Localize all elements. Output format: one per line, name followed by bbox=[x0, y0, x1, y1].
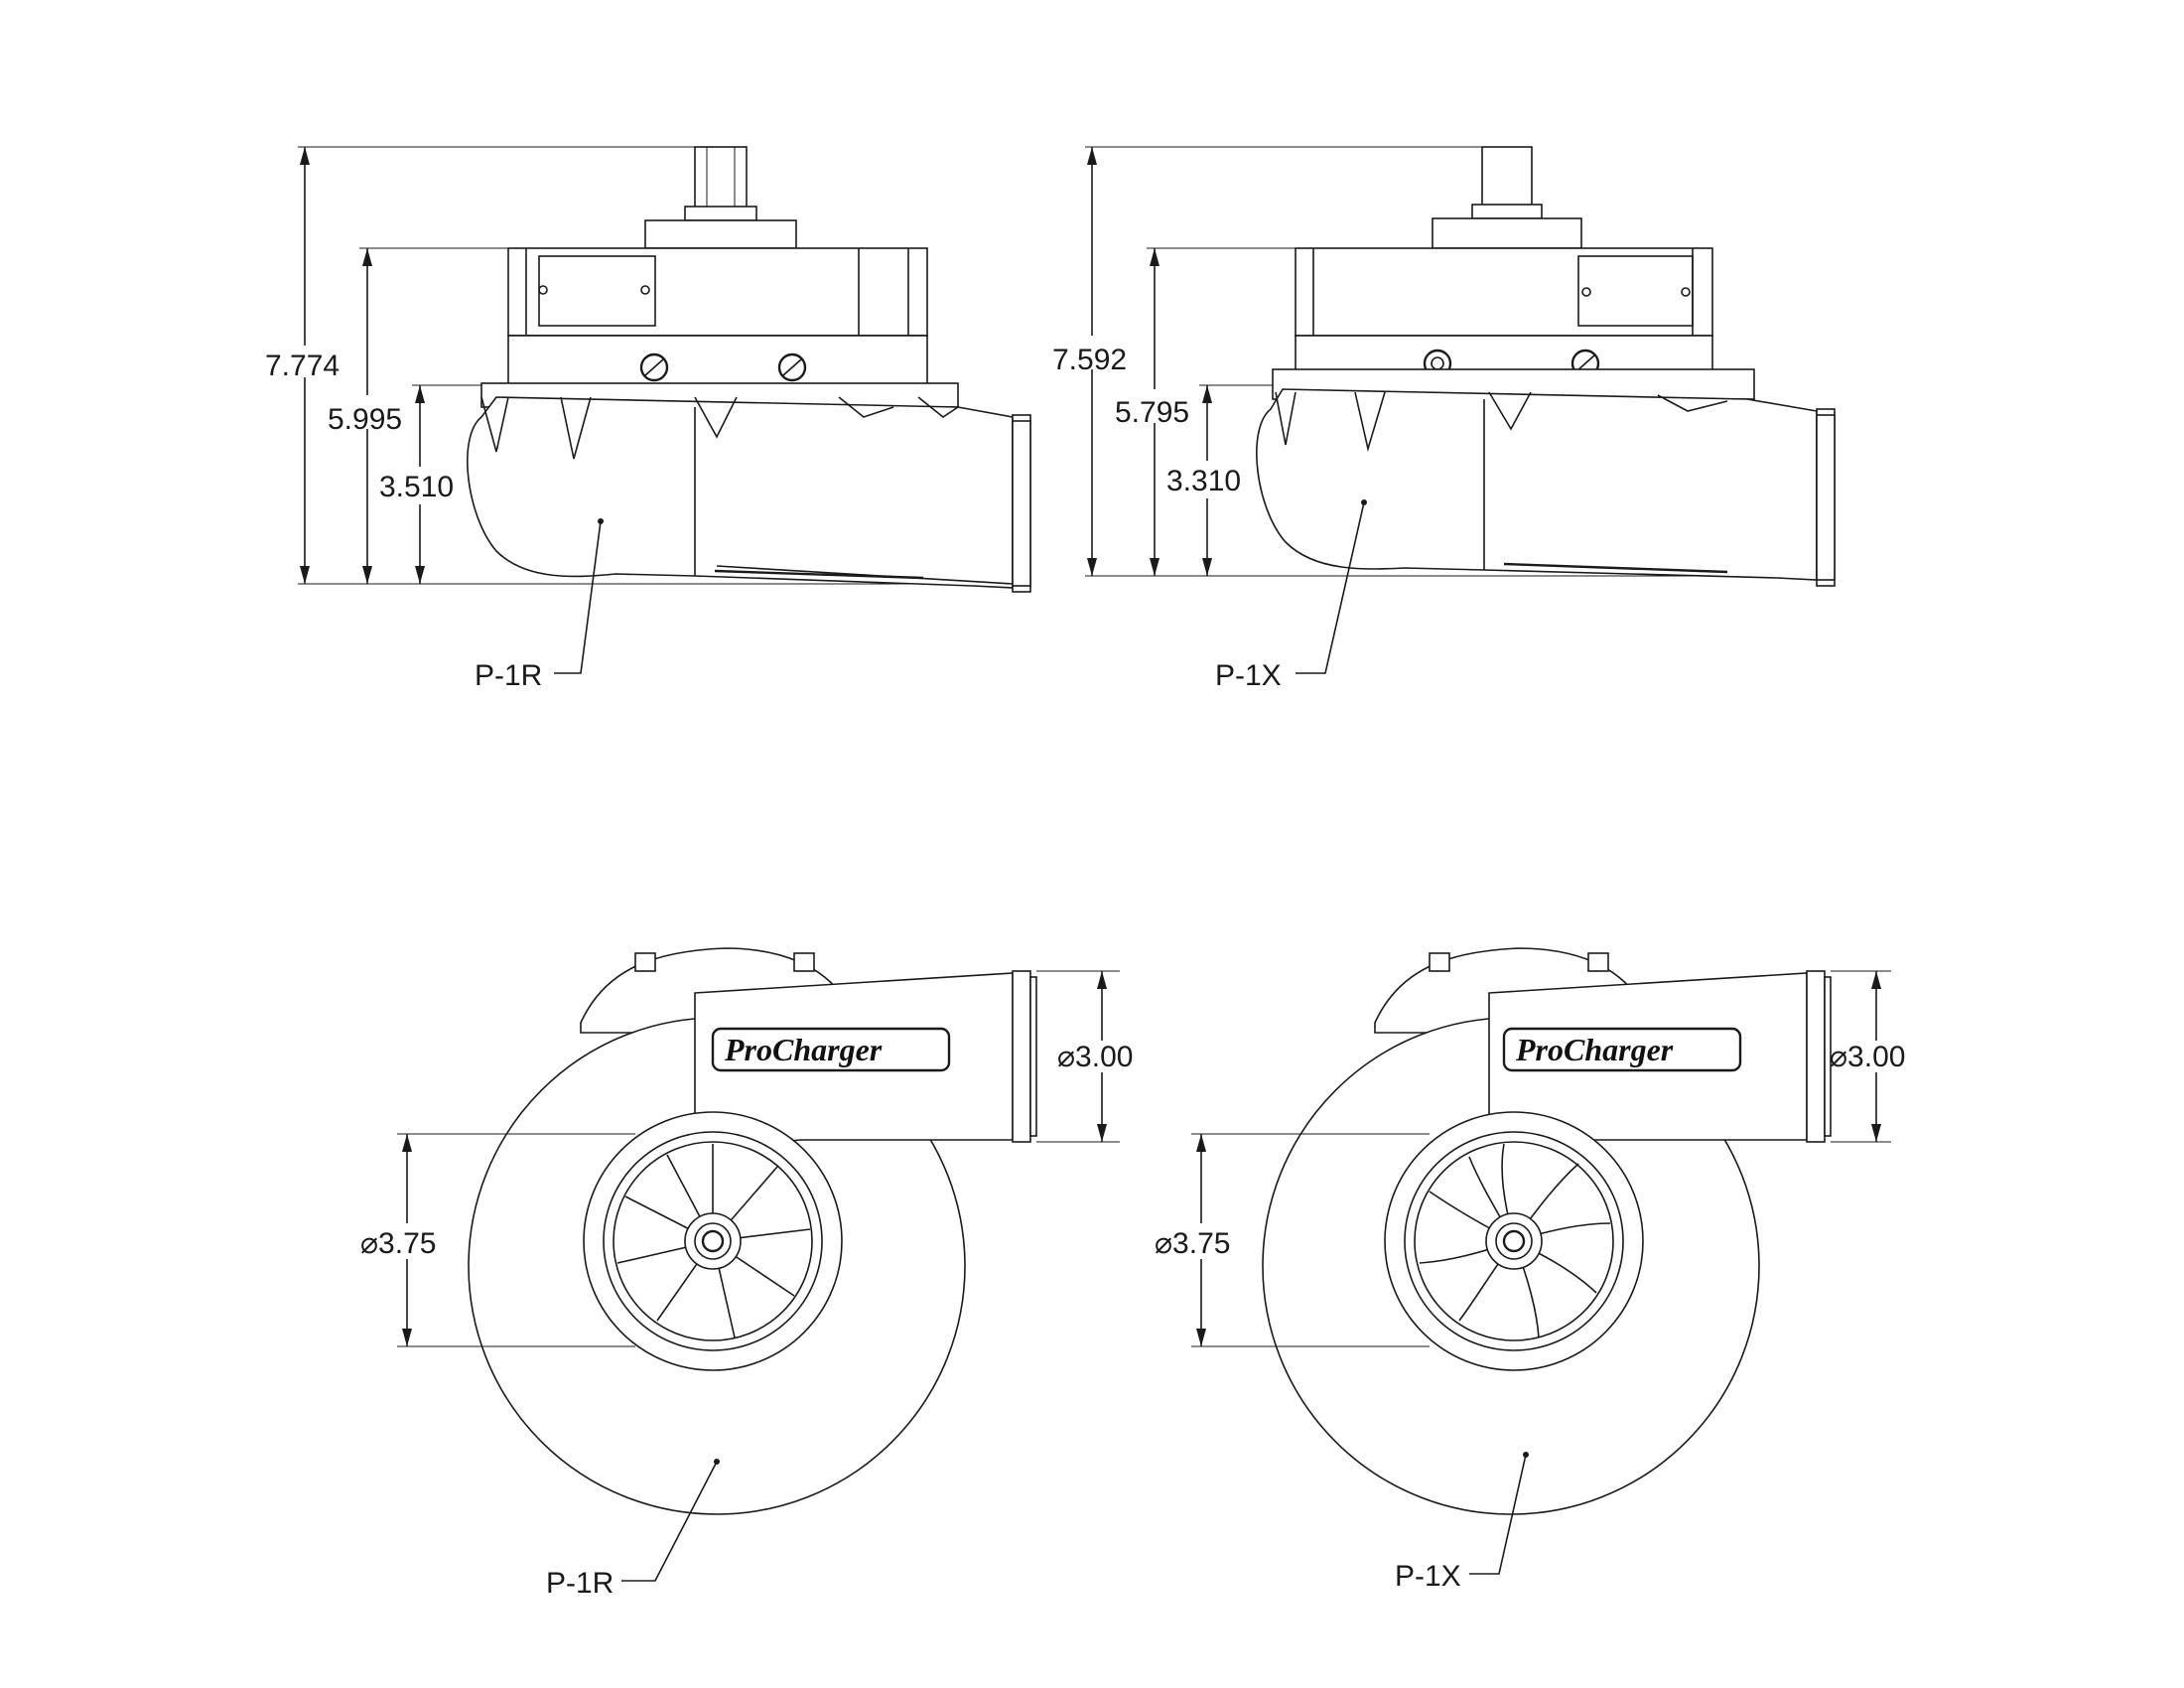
dim-outlet-diameter: ⌀3.00 bbox=[1057, 1041, 1133, 1073]
dimension-line-overall bbox=[1087, 147, 1097, 576]
drive-shaft bbox=[694, 146, 748, 215]
volute-housing bbox=[467, 396, 1014, 589]
dim-outlet-diameter: ⌀3.00 bbox=[1830, 1041, 1905, 1073]
model-label: P-1X bbox=[1215, 659, 1282, 692]
dim-housing-height: 5.795 bbox=[1115, 396, 1189, 429]
dim-outlet-height: 3.310 bbox=[1166, 465, 1241, 497]
leader-line bbox=[554, 520, 602, 674]
side-view-p1r: 7.774 5.995 3.510 bbox=[265, 146, 1031, 692]
dimension-line-housing bbox=[362, 248, 372, 584]
dimension-line-overall bbox=[300, 147, 310, 584]
dim-outlet-height: 3.510 bbox=[379, 471, 454, 503]
dim-overall-height: 7.774 bbox=[265, 350, 340, 382]
dimension-line-housing bbox=[1150, 248, 1160, 576]
side-view-p1x: 7.592 5.795 3.310 P-1X bbox=[1052, 146, 1836, 692]
logo-plate bbox=[711, 1027, 951, 1072]
drive-shaft bbox=[1481, 146, 1533, 211]
outlet-flange bbox=[1012, 970, 1031, 1143]
model-label: P-1R bbox=[475, 659, 542, 692]
front-view-p1r: ProCharger ⌀3.00 bbox=[360, 947, 1133, 1600]
procharger-logo: ProCharger bbox=[724, 1032, 883, 1067]
front-view-p1x: ProCharger ⌀3.00 ⌀3.75 bbox=[1155, 947, 1905, 1593]
dimension-line-outlet bbox=[1202, 385, 1212, 576]
outlet-flange bbox=[1806, 970, 1826, 1143]
gear-case bbox=[1295, 247, 1713, 337]
model-label: P-1X bbox=[1395, 1560, 1461, 1593]
leader-line bbox=[621, 1461, 718, 1582]
screw-icon bbox=[639, 352, 669, 382]
impeller bbox=[1419, 1143, 1611, 1338]
dim-inlet-diameter: ⌀3.75 bbox=[1155, 1227, 1230, 1260]
leader-line bbox=[1469, 1454, 1527, 1575]
dim-housing-height: 5.995 bbox=[328, 403, 402, 436]
screw-icon bbox=[777, 352, 807, 382]
logo-plate bbox=[1502, 1027, 1742, 1072]
gear-case bbox=[507, 247, 928, 337]
model-label: P-1R bbox=[546, 1567, 614, 1600]
dim-overall-height: 7.592 bbox=[1052, 344, 1127, 376]
dimension-line-outlet bbox=[415, 385, 425, 584]
leader-line bbox=[1296, 501, 1365, 674]
dim-inlet-diameter: ⌀3.75 bbox=[360, 1227, 436, 1260]
procharger-logo: ProCharger bbox=[1515, 1032, 1674, 1067]
volute-housing bbox=[1256, 388, 1818, 581]
impeller bbox=[616, 1144, 811, 1338]
